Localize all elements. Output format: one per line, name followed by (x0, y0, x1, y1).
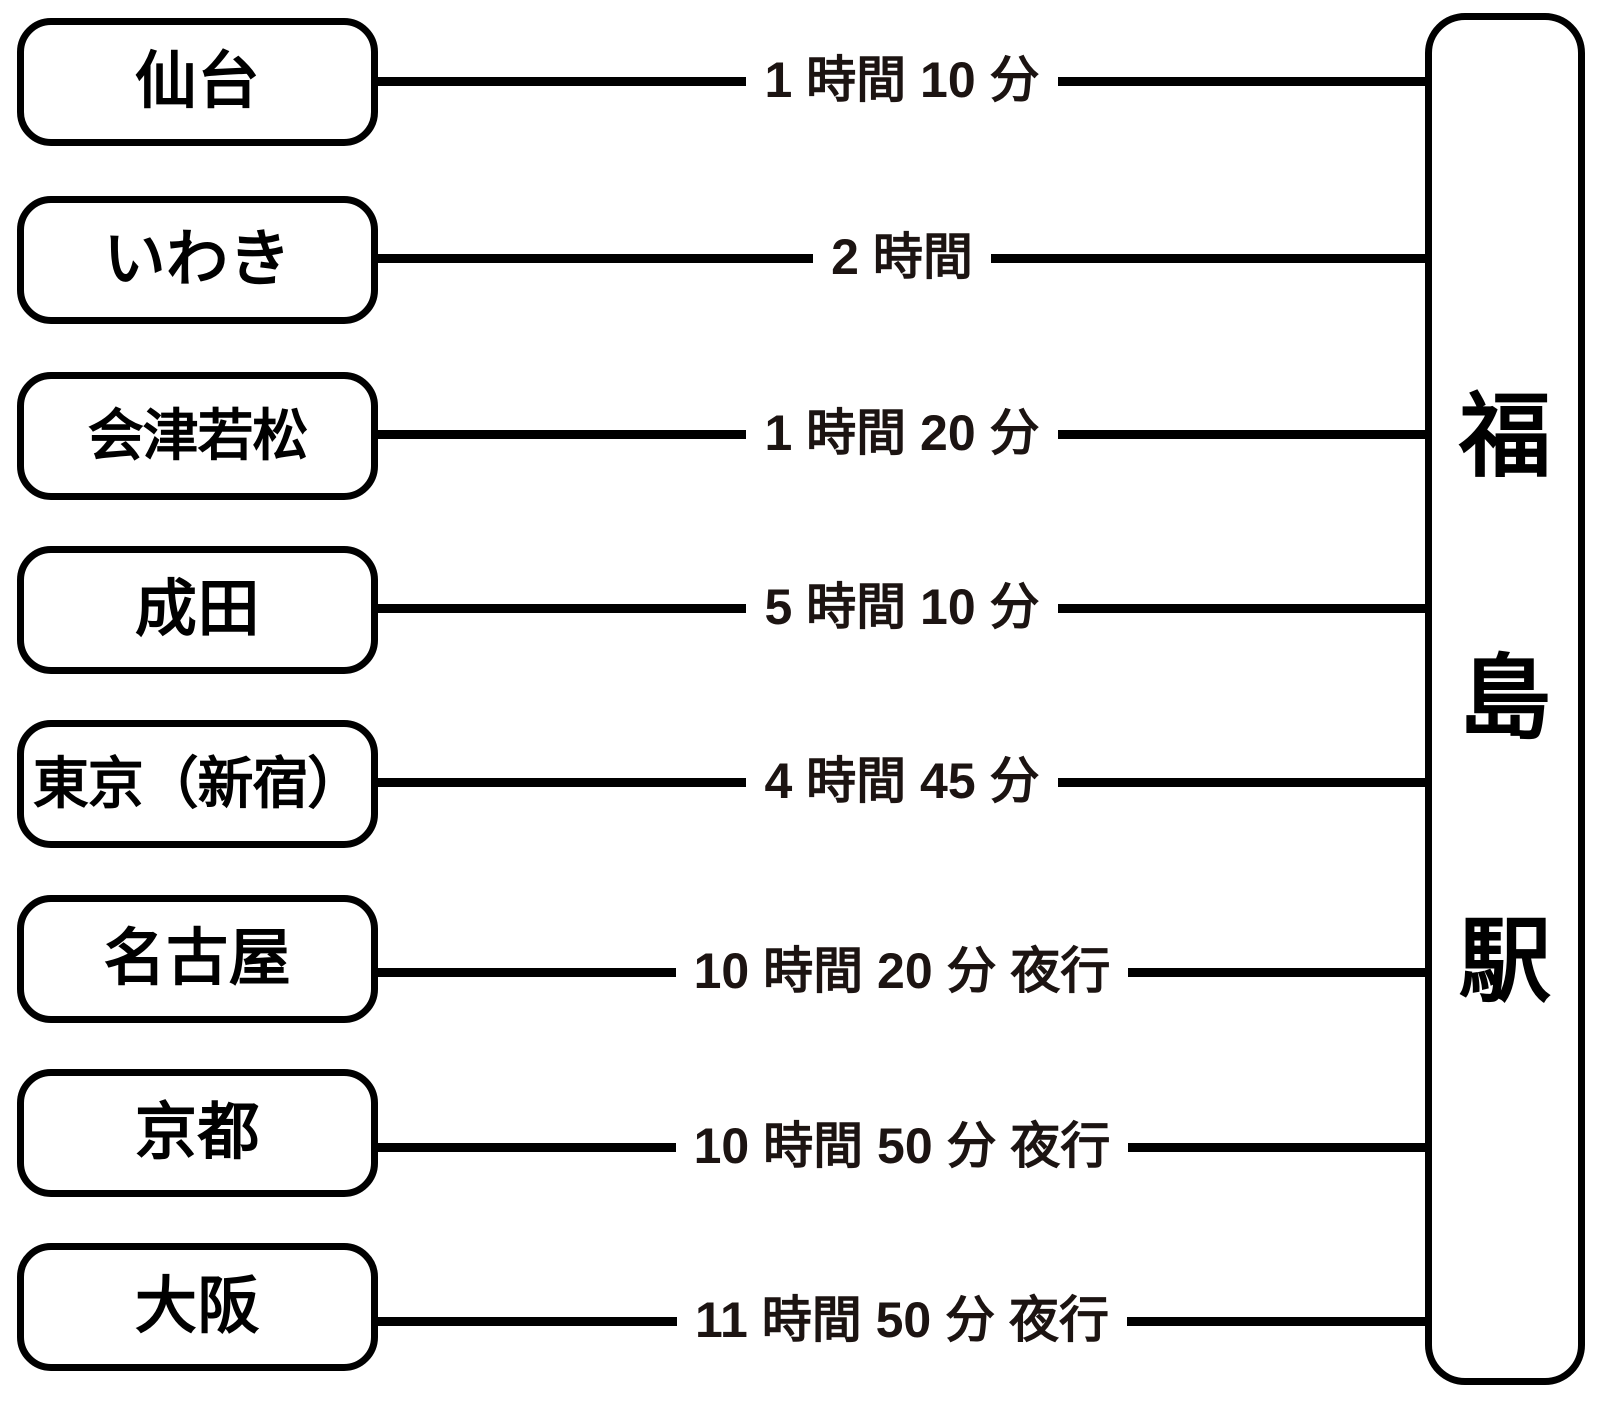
connector-line-right (990, 254, 1427, 263)
connector-line-right (1057, 77, 1427, 86)
connector-row-tokyo-shinjuku: 4 時間 45 分 (378, 756, 1427, 806)
origin-label: 名古屋 (103, 924, 292, 993)
connector-line-left (378, 1143, 676, 1152)
origin-box-tokyo-shinjuku[interactable]: 東京（新宿） (17, 720, 378, 848)
connector-line-left (378, 430, 747, 439)
origin-box-osaka[interactable]: 大阪 (17, 1243, 378, 1371)
duration-label: 4 時間 45 分 (764, 752, 1040, 809)
origin-label: いわき (103, 225, 292, 294)
connector-line-left (378, 968, 676, 977)
connector-row-kyoto: 10 時間 50 分 夜行 (378, 1121, 1427, 1171)
duration-label: 5 時間 10 分 (764, 578, 1040, 635)
destination-char-1: 福 (1458, 385, 1551, 488)
duration-label: 10 時間 20 分 夜行 (693, 942, 1111, 999)
connector-line-right (1057, 778, 1427, 787)
connector-row-nagoya: 10 時間 20 分 夜行 (378, 946, 1427, 996)
connector-line-right (1128, 1143, 1427, 1152)
origin-box-iwaki[interactable]: いわき (17, 196, 378, 324)
connector-line-right (1128, 968, 1427, 977)
duration-label: 2 時間 (831, 228, 973, 285)
origin-label: 成田 (134, 575, 261, 644)
connector-line-right (1057, 430, 1427, 439)
connector-line-left (378, 254, 814, 263)
origin-label: 会津若松 (87, 404, 309, 467)
origin-label: 大阪 (134, 1272, 261, 1341)
origin-box-sendai[interactable]: 仙台 (17, 18, 378, 146)
duration-label: 10 時間 50 分 夜行 (693, 1117, 1111, 1174)
connector-line-left (378, 604, 747, 613)
destination-box-fukushima-station[interactable]: 福 島 駅 (1425, 13, 1585, 1385)
origin-box-kyoto[interactable]: 京都 (17, 1069, 378, 1197)
duration-label: 1 時間 10 分 (764, 51, 1040, 108)
connector-line-right (1057, 604, 1427, 613)
connector-row-narita: 5 時間 10 分 (378, 582, 1427, 632)
connector-line-left (378, 1317, 677, 1326)
connector-row-iwaki: 2 時間 (378, 232, 1427, 282)
connector-row-sendai: 1 時間 10 分 (378, 55, 1427, 105)
duration-label: 11 時間 50 分 夜行 (694, 1291, 1110, 1348)
origin-box-nagoya[interactable]: 名古屋 (17, 895, 378, 1023)
origin-label: 京都 (134, 1098, 261, 1167)
origin-label: 東京（新宿） (32, 752, 363, 815)
origin-box-narita[interactable]: 成田 (17, 546, 378, 674)
connector-row-aizuwakamatsu: 1 時間 20 分 (378, 408, 1427, 458)
connector-line-left (378, 778, 747, 787)
origin-label: 仙台 (134, 47, 261, 116)
connector-line-left (378, 77, 747, 86)
duration-label: 1 時間 20 分 (764, 404, 1040, 461)
destination-char-2: 島 (1458, 648, 1551, 750)
origin-box-aizuwakamatsu[interactable]: 会津若松 (17, 372, 378, 500)
connector-row-osaka: 11 時間 50 分 夜行 (378, 1295, 1427, 1345)
connector-line-right (1127, 1317, 1427, 1326)
destination-char-3: 駅 (1458, 910, 1551, 1013)
